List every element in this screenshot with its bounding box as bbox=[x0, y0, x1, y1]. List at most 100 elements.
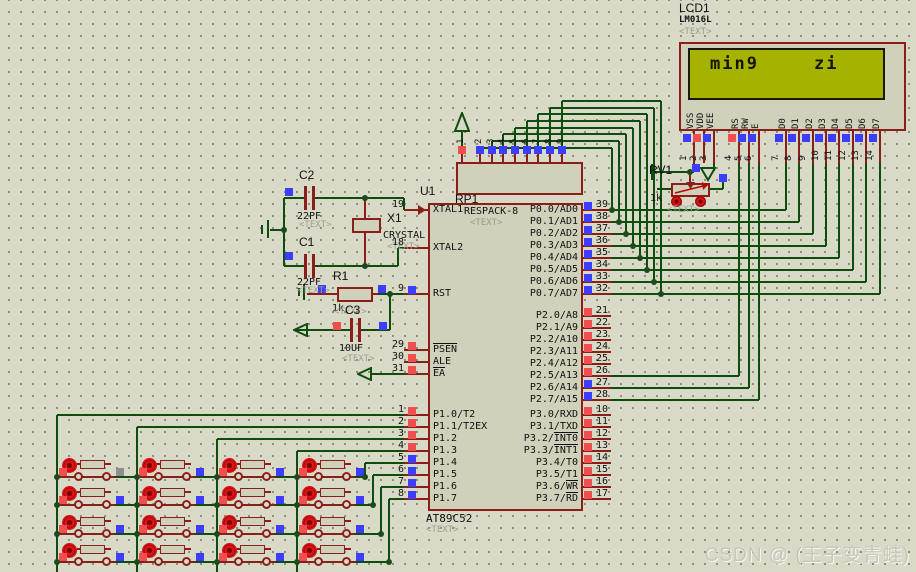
pot-rv1-adjust-up[interactable] bbox=[695, 196, 706, 207]
crystal-x1[interactable] bbox=[352, 218, 381, 233]
wire bbox=[57, 476, 365, 478]
pin-lead bbox=[502, 150, 504, 162]
mcu-pin-label: P0.3/AD3 bbox=[529, 240, 578, 251]
cap-c3-plate[interactable] bbox=[358, 318, 361, 342]
keypad-button-cap[interactable] bbox=[240, 517, 265, 526]
keypad-terminal bbox=[342, 472, 351, 481]
mcu-pin-label: P2.7/A15 bbox=[529, 394, 578, 405]
pin-lead bbox=[537, 150, 539, 162]
respack-pin-number: 1 bbox=[456, 138, 466, 144]
keypad-button-cap[interactable] bbox=[80, 488, 105, 497]
cap-c1-plate[interactable] bbox=[304, 254, 307, 278]
respack-pin-number: 4 bbox=[497, 138, 507, 144]
keypad-button-cap[interactable] bbox=[160, 517, 185, 526]
ground-bar-icon bbox=[303, 284, 305, 300]
lcd-pin-label: D6 bbox=[858, 118, 868, 129]
keypad-button-cap[interactable] bbox=[320, 517, 345, 526]
junction-dot bbox=[630, 243, 636, 249]
pin-lead bbox=[137, 561, 195, 563]
pin-lead bbox=[297, 476, 355, 478]
pin-lead bbox=[582, 257, 611, 259]
junction-dot bbox=[294, 474, 300, 480]
pin-lead bbox=[264, 491, 271, 493]
keypad-button-cap[interactable] bbox=[240, 545, 265, 554]
pin-marker-blue bbox=[276, 525, 284, 533]
cap-c2-plate[interactable] bbox=[312, 186, 315, 210]
mcu-pin-label: P1.3 bbox=[433, 445, 458, 456]
mcu-pin-label: P2.0/A8 bbox=[535, 310, 578, 321]
keypad-terminal bbox=[234, 529, 243, 538]
cap-c2-text-placeholder: <TEXT> bbox=[299, 220, 332, 230]
keypad-button-cap[interactable] bbox=[80, 460, 105, 469]
pot-rv1-ref-label: RV1 bbox=[649, 163, 673, 177]
pin-marker-blue bbox=[558, 146, 566, 154]
keypad-terminal bbox=[234, 557, 243, 566]
lcd-pin-number: 3 bbox=[699, 155, 709, 161]
pin-lead bbox=[137, 533, 195, 535]
crystal-ref-label: X1 bbox=[387, 211, 402, 225]
mcu-pin-label: P0.0/AD0 bbox=[529, 204, 578, 215]
keypad-button-cap[interactable] bbox=[160, 488, 185, 497]
mcu-pin-number: 15 bbox=[596, 464, 609, 475]
resistor-r1[interactable] bbox=[337, 287, 373, 302]
pin-lead bbox=[344, 463, 351, 465]
pot-rv1-adjust-down[interactable] bbox=[671, 196, 682, 207]
pin-marker-red bbox=[584, 344, 592, 352]
keypad-terminal bbox=[234, 500, 243, 509]
junction-dot bbox=[386, 559, 392, 565]
pin-marker-red bbox=[139, 553, 147, 561]
keypad-button-cap[interactable] bbox=[240, 488, 265, 497]
mcu-at89c52[interactable] bbox=[428, 203, 583, 511]
junction-dot bbox=[281, 227, 287, 233]
keypad-terminal bbox=[314, 500, 323, 509]
keypad-terminal bbox=[342, 529, 351, 538]
cap-c1-plate[interactable] bbox=[312, 254, 315, 278]
wire bbox=[639, 121, 641, 258]
pin-lead bbox=[748, 130, 750, 163]
pin-lead bbox=[184, 548, 191, 550]
pin-lead bbox=[582, 233, 611, 235]
pin-lead bbox=[404, 293, 428, 295]
keypad-button-cap[interactable] bbox=[160, 545, 185, 554]
pin-lead bbox=[582, 327, 611, 329]
keypad-button-cap[interactable] bbox=[80, 517, 105, 526]
keypad-terminal bbox=[342, 500, 351, 509]
keypad-button-cap[interactable] bbox=[320, 460, 345, 469]
pin-lead bbox=[364, 198, 366, 218]
keypad-button-cap[interactable] bbox=[160, 460, 185, 469]
keypad-button-cap[interactable] bbox=[240, 460, 265, 469]
watermark: CSDN @ (王子变青蛙) bbox=[704, 545, 910, 566]
pin-lead bbox=[693, 130, 695, 163]
pot-wiper-arrow-icon bbox=[674, 182, 708, 194]
respack-rp1[interactable] bbox=[456, 162, 583, 195]
cap-c3-plate[interactable] bbox=[350, 318, 353, 342]
junction-dot bbox=[214, 502, 220, 508]
keypad-button-cap[interactable] bbox=[320, 488, 345, 497]
mcu-pin-number: 5 bbox=[397, 452, 404, 463]
power-arrow-up-icon bbox=[454, 112, 470, 132]
pin-lead bbox=[689, 172, 691, 184]
mcu-pin-number: 3 bbox=[397, 428, 404, 439]
ground-triangle-icon bbox=[700, 167, 716, 182]
pin-lead bbox=[264, 548, 271, 550]
keypad-button-cap[interactable] bbox=[320, 545, 345, 554]
pin-lead bbox=[582, 269, 611, 271]
mcu-pin-label: P2.5/A13 bbox=[529, 370, 578, 381]
wire bbox=[389, 498, 404, 500]
mcu-pin-number: 33 bbox=[596, 271, 609, 282]
junction-dot bbox=[134, 559, 140, 565]
cap-c2-plate[interactable] bbox=[304, 186, 307, 210]
pin-lead bbox=[364, 232, 366, 266]
pin-marker-red bbox=[299, 553, 307, 561]
mcu-pin-label: P1.7 bbox=[433, 493, 458, 504]
keypad-terminal bbox=[262, 500, 271, 509]
wire bbox=[56, 415, 58, 572]
pin-lead bbox=[582, 438, 611, 440]
pin-marker-blue bbox=[408, 479, 416, 487]
keypad-button-cap[interactable] bbox=[80, 545, 105, 554]
pin-marker-red bbox=[59, 496, 67, 504]
pin-lead bbox=[404, 498, 428, 500]
respack-pin-number: 5 bbox=[509, 138, 519, 144]
wire bbox=[297, 450, 404, 452]
